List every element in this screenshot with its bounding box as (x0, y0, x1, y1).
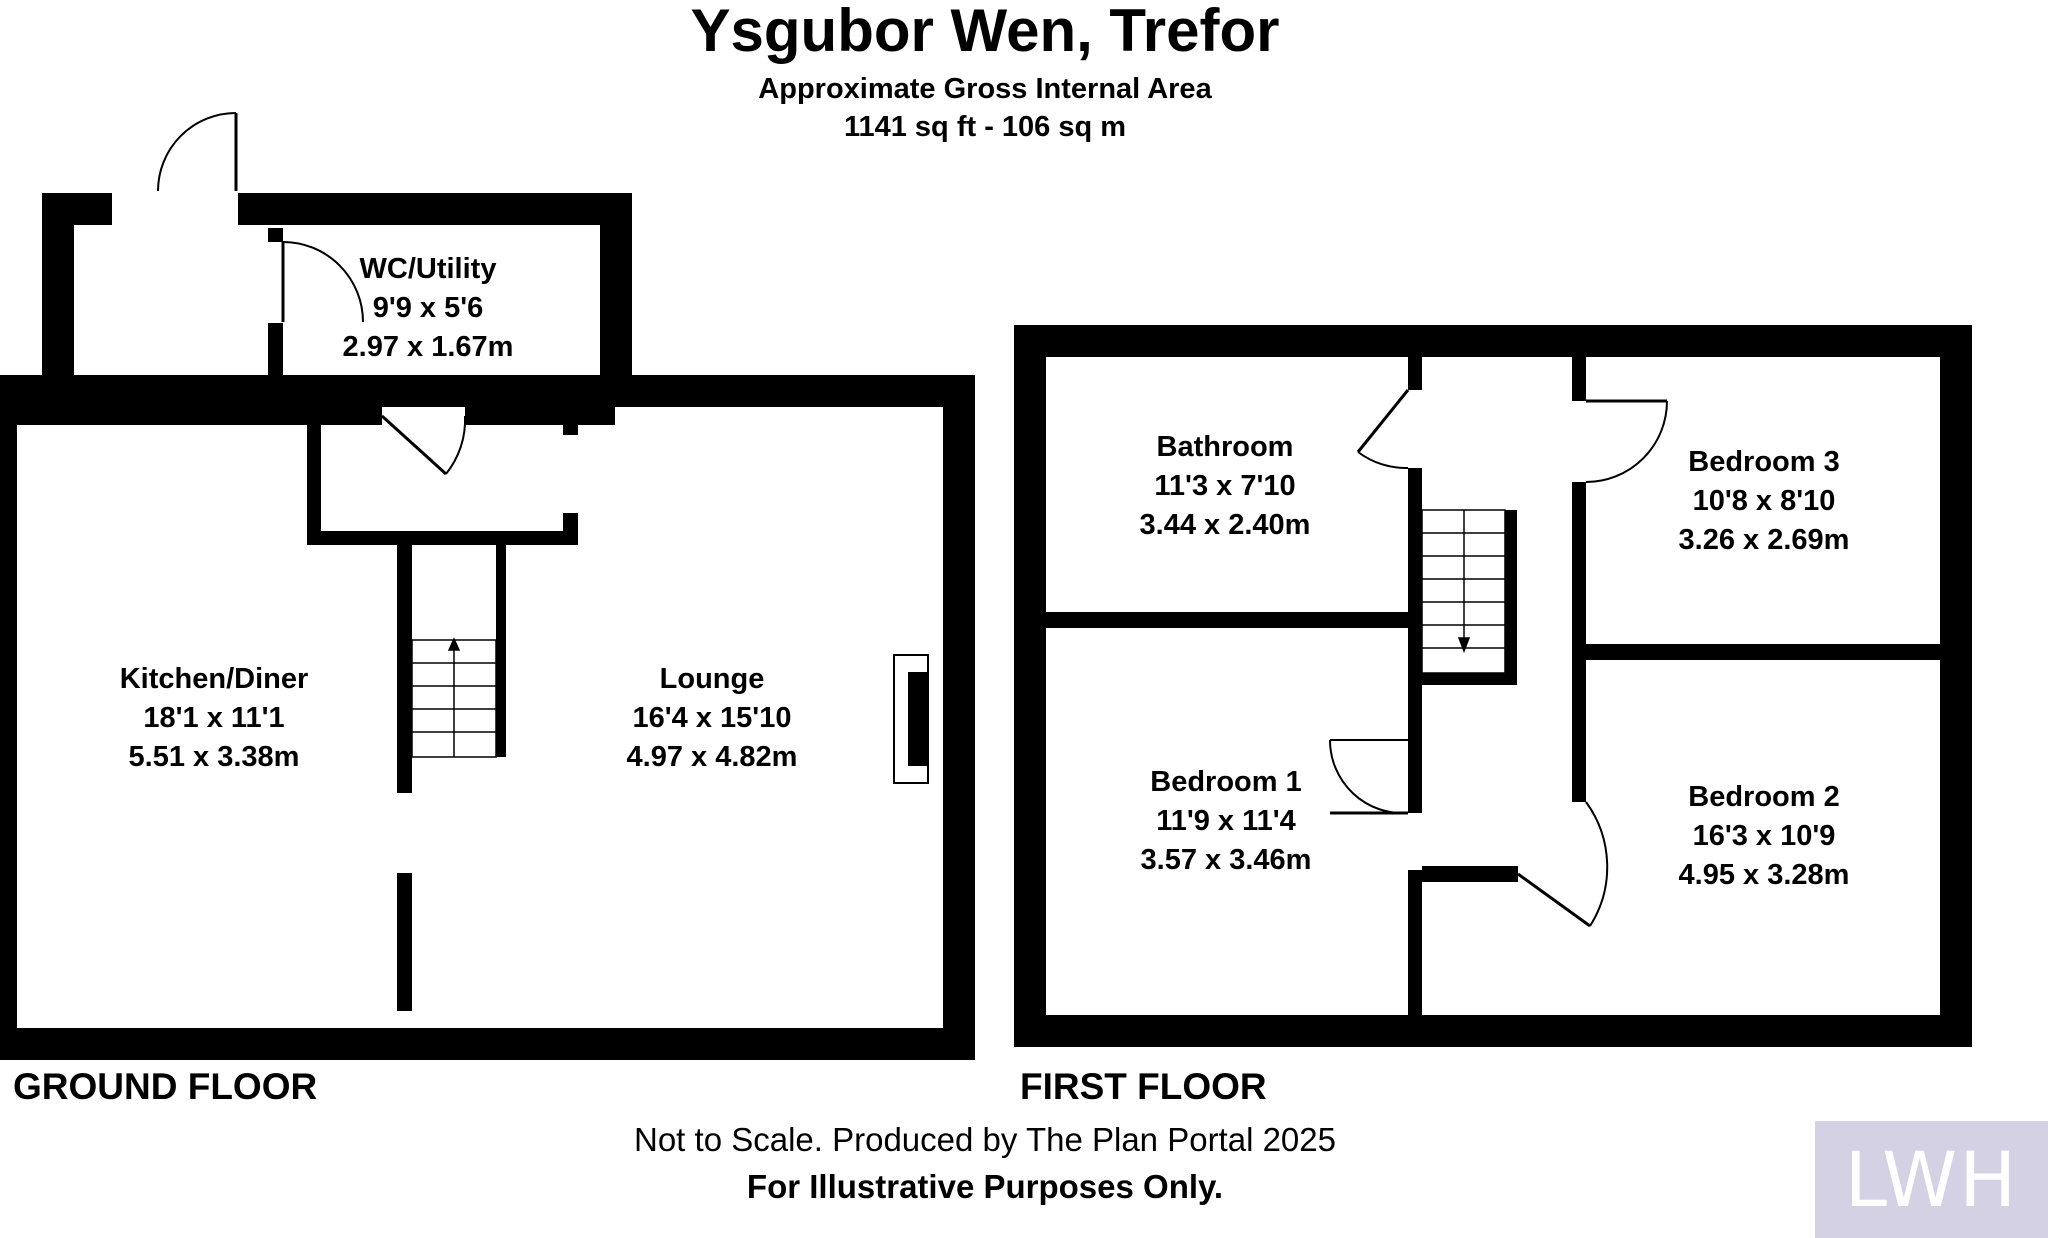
room-label-bedroom-1: Bedroom 1 11'9 x 11'4 3.57 x 3.46m (1096, 763, 1356, 880)
room-metric: 3.26 x 2.69m (1678, 524, 1850, 556)
room-metric: 3.44 x 2.40m (1139, 509, 1311, 541)
room-label-bedroom-2: Bedroom 2 16'3 x 10'9 4.95 x 3.28m (1634, 778, 1894, 895)
room-imperial: 11'9 x 11'4 (1156, 805, 1296, 837)
room-metric: 3.57 x 3.46m (1140, 844, 1312, 876)
area-caption: Approximate Gross Internal Area (758, 73, 1212, 105)
first-floor-plan (1014, 325, 1972, 1047)
room-imperial: 16'4 x 15'10 (632, 702, 792, 734)
agency-logo-text: LWH (1844, 1135, 2019, 1224)
room-imperial: 16'3 x 10'9 (1692, 820, 1836, 852)
first-internal-walls (1046, 357, 1940, 1015)
room-name: Lounge (659, 663, 765, 695)
room-name: Bedroom 1 (1150, 766, 1302, 798)
agency-logo: LWH (1815, 1121, 2048, 1238)
room-metric: 4.97 x 4.82m (626, 741, 798, 773)
room-name: Bedroom 3 (1688, 446, 1840, 478)
ground-staircase (411, 637, 497, 758)
area-value: 1141 sq ft - 106 sq m (843, 111, 1127, 143)
lounge-fireplace (893, 654, 929, 784)
landing-staircase (1421, 509, 1506, 674)
room-label-wc-utility: WC/Utility 9'9 x 5'6 2.97 x 1.67m (298, 250, 558, 367)
room-imperial: 11'3 x 7'10 (1154, 470, 1296, 502)
room-label-bathroom: Bathroom 11'3 x 7'10 3.44 x 2.40m (1095, 428, 1355, 545)
bedroom2-door-leaf (1517, 872, 1591, 928)
ground-floor-plan (0, 112, 975, 1060)
room-metric: 2.97 x 1.67m (342, 331, 514, 363)
rear-door-swing (157, 112, 237, 192)
bedroom2-door-swing (1585, 801, 1609, 927)
bathroom-door-leaf (1356, 389, 1410, 453)
rear-extension-walls (42, 193, 632, 407)
room-imperial: 9'9 x 5'6 (372, 292, 484, 324)
room-label-bedroom-3: Bedroom 3 10'8 x 8'10 3.26 x 2.69m (1634, 443, 1894, 560)
bedroom3-door-swing (1585, 400, 1668, 483)
room-label-kitchen-diner: Kitchen/Diner 18'1 x 11'1 5.51 x 3.38m (84, 660, 344, 777)
plan-title: Ysgubor Wen, Trefor (690, 0, 1280, 64)
bathroom-door-swing (1357, 451, 1409, 470)
room-name: Bedroom 2 (1688, 781, 1840, 813)
room-imperial: 18'1 x 11'1 (143, 702, 285, 734)
illustrative-note: For Illustrative Purposes Only. (746, 1168, 1224, 1205)
ground-floor-outer-wall (0, 375, 975, 1060)
first-floor-outer-wall (1014, 325, 1972, 1047)
first-floor-label: FIRST FLOOR (1020, 1066, 1267, 1107)
wc-door-swing (282, 241, 364, 323)
scale-disclaimer: Not to Scale. Produced by The Plan Porta… (634, 1121, 1336, 1158)
room-label-lounge: Lounge 16'4 x 15'10 4.97 x 4.82m (582, 660, 842, 777)
ground-floor-label: GROUND FLOOR (13, 1066, 318, 1107)
room-name: Bathroom (1156, 431, 1294, 463)
room-metric: 5.51 x 3.38m (128, 741, 300, 773)
hall-door-leaf (380, 414, 448, 476)
room-imperial: 10'8 x 8'10 (1692, 485, 1836, 517)
bedroom1-door-swing (1328, 739, 1409, 815)
room-name: Kitchen/Diner (119, 663, 309, 695)
hall-door-swing (445, 415, 467, 475)
room-metric: 4.95 x 3.28m (1678, 859, 1850, 891)
room-name: WC/Utility (359, 253, 497, 285)
